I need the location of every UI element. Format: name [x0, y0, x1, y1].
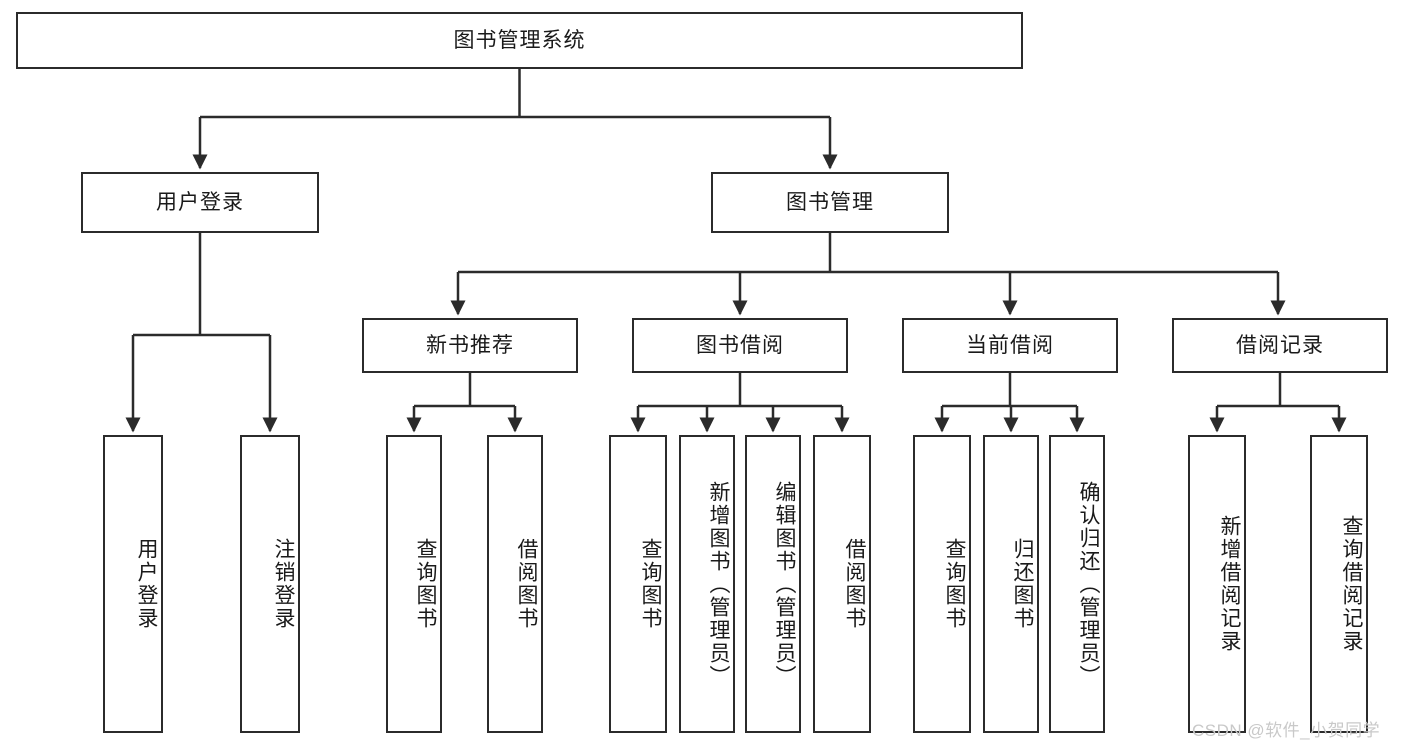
- leaf-add-borrow-record-label: 新增借阅记录: [1218, 515, 1241, 653]
- leaf-query-books-borrow[interactable]: 查询图书: [609, 435, 667, 733]
- leaf-logout-label: 注销登录: [272, 538, 295, 630]
- leaf-edit-book-admin-label: 编辑图书（管理员）: [773, 480, 796, 688]
- node-new-book-recommend[interactable]: 新书推荐: [362, 318, 578, 373]
- leaf-confirm-return-admin-label: 确认归还（管理员）: [1077, 480, 1100, 688]
- leaf-user-login[interactable]: 用户登录: [103, 435, 163, 733]
- leaf-query-books-current[interactable]: 查询图书: [913, 435, 971, 733]
- node-book-borrow-label: 图书借阅: [696, 333, 784, 357]
- node-book-borrow[interactable]: 图书借阅: [632, 318, 848, 373]
- node-borrow-records[interactable]: 借阅记录: [1172, 318, 1388, 373]
- leaf-logout[interactable]: 注销登录: [240, 435, 300, 733]
- leaf-return-books-label: 归还图书: [1011, 538, 1034, 630]
- node-borrow-records-label: 借阅记录: [1236, 333, 1324, 357]
- node-new-book-recommend-label: 新书推荐: [426, 333, 514, 357]
- node-current-borrow-label: 当前借阅: [966, 333, 1054, 357]
- leaf-return-books[interactable]: 归还图书: [983, 435, 1039, 733]
- node-root-label: 图书管理系统: [453, 28, 586, 52]
- node-root[interactable]: 图书管理系统: [16, 12, 1023, 69]
- leaf-query-books-recommend-label: 查询图书: [414, 538, 437, 630]
- node-user-login[interactable]: 用户登录: [81, 172, 319, 233]
- leaf-add-book-admin-label: 新增图书（管理员）: [707, 480, 730, 688]
- node-book-management[interactable]: 图书管理: [711, 172, 949, 233]
- leaf-query-books-current-label: 查询图书: [943, 538, 966, 630]
- leaf-user-login-label: 用户登录: [135, 538, 158, 630]
- node-book-management-label: 图书管理: [786, 190, 874, 214]
- leaf-query-books-borrow-label: 查询图书: [639, 538, 662, 630]
- leaf-query-borrow-record-label: 查询借阅记录: [1340, 515, 1363, 653]
- leaf-borrow-books-recommend[interactable]: 借阅图书: [487, 435, 543, 733]
- leaf-add-borrow-record[interactable]: 新增借阅记录: [1188, 435, 1246, 733]
- leaf-confirm-return-admin[interactable]: 确认归还（管理员）: [1049, 435, 1105, 733]
- leaf-borrow-books[interactable]: 借阅图书: [813, 435, 871, 733]
- csdn-watermark: CSDN @软件_小贺同学: [1192, 721, 1381, 740]
- leaf-query-books-recommend[interactable]: 查询图书: [386, 435, 442, 733]
- leaf-borrow-books-label: 借阅图书: [843, 538, 866, 630]
- leaf-borrow-books-recommend-label: 借阅图书: [515, 538, 538, 630]
- leaf-query-borrow-record[interactable]: 查询借阅记录: [1310, 435, 1368, 733]
- node-user-login-label: 用户登录: [156, 190, 244, 214]
- leaf-edit-book-admin[interactable]: 编辑图书（管理员）: [745, 435, 801, 733]
- node-current-borrow[interactable]: 当前借阅: [902, 318, 1118, 373]
- leaf-add-book-admin[interactable]: 新增图书（管理员）: [679, 435, 735, 733]
